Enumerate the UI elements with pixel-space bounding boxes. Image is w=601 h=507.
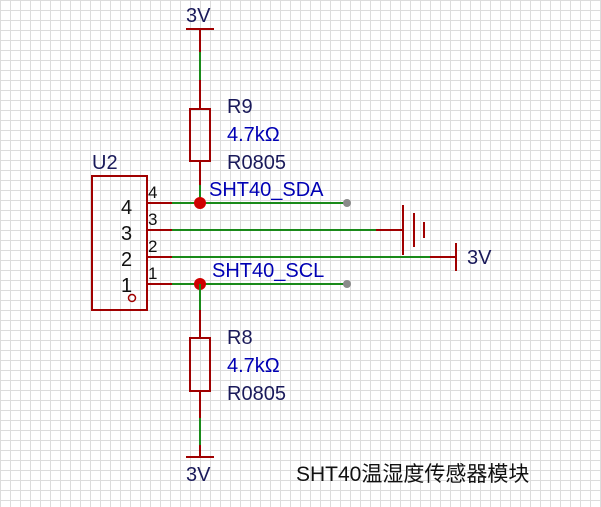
u2-pin1-number: 1 (148, 264, 157, 283)
u2-pin2-number: 2 (148, 237, 157, 256)
u2-designator: U2 (92, 152, 118, 174)
r8-value: 4.7kΩ (227, 355, 280, 377)
net-vcc[interactable]: 3V (172, 243, 492, 271)
net-gnd[interactable] (172, 205, 425, 255)
supply-right-label: 3V (467, 247, 492, 269)
net-sda[interactable]: SHT40_SDA (172, 179, 351, 209)
scl-net-end (343, 280, 351, 288)
r8-package: R0805 (227, 383, 286, 405)
resistor-r8[interactable]: R8 4.7kΩ R0805 (189, 284, 286, 445)
r8-designator: R8 (227, 327, 253, 349)
u2-pin2-name: 2 (121, 249, 132, 271)
u2-pin3-number: 3 (148, 210, 157, 229)
supply-bottom: 3V (186, 445, 214, 486)
supply-top-label: 3V (186, 5, 211, 27)
connector-u2[interactable]: U2 4 3 2 1 4 3 2 1 (91, 152, 172, 311)
sda-junction (194, 197, 206, 209)
supply-bottom-label: 3V (186, 464, 211, 486)
u2-body[interactable] (91, 175, 148, 311)
u2-pin1-name: 1 (121, 275, 132, 297)
u2-pin4-number: 4 (148, 183, 157, 202)
r9-designator: R9 (227, 96, 253, 118)
supply-top: 3V (186, 5, 214, 52)
module-title: SHT40温湿度传感器模块 (296, 463, 529, 486)
r9-package: R0805 (227, 152, 286, 174)
u2-pin3-name: 3 (121, 223, 132, 245)
u2-pin4-name: 4 (121, 197, 132, 219)
r8-body[interactable] (189, 337, 211, 392)
resistor-r9[interactable]: R9 4.7kΩ R0805 (189, 52, 286, 203)
net-scl[interactable]: SHT40_SCL (172, 260, 351, 290)
u2-pin1-marker (127, 293, 137, 303)
r9-body[interactable] (189, 108, 211, 162)
sda-net-label: SHT40_SDA (209, 179, 324, 201)
scl-net-label: SHT40_SCL (212, 260, 324, 282)
sda-net-end (343, 199, 351, 207)
r9-value: 4.7kΩ (227, 124, 280, 146)
